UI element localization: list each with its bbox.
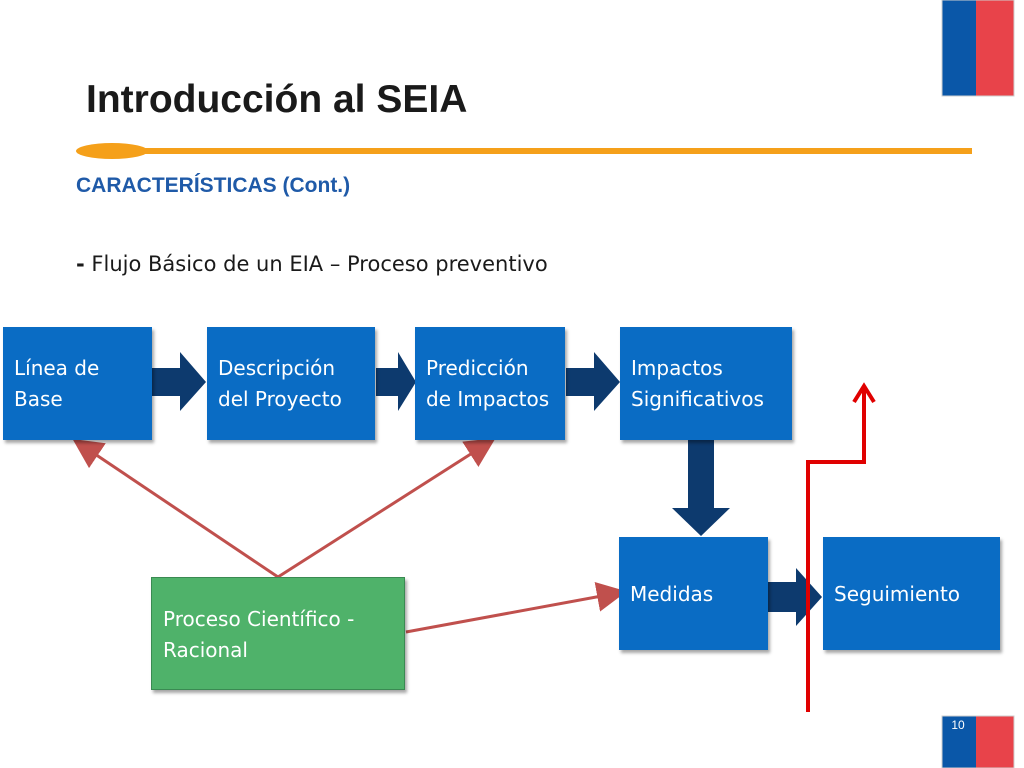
bullet-text: Flujo Básico de un EIA – Proceso prevent… <box>91 252 548 276</box>
node-linea-base-line2: Base <box>14 387 63 411</box>
node-medidas-line1: Medidas <box>630 582 714 606</box>
block-arrow-4 <box>768 568 822 626</box>
title-underline <box>76 143 972 159</box>
red-arrow-to-medidas <box>405 582 627 634</box>
node-seguimiento-line1: Seguimiento <box>834 582 961 606</box>
bullet-line: - Flujo Básico de un EIA – Proceso preve… <box>76 252 548 276</box>
node-impactos-line2: Significativos <box>631 387 764 411</box>
block-arrow-3 <box>566 352 620 411</box>
node-descripcion-line1: Descripción <box>218 356 336 380</box>
block-arrow-2 <box>376 352 416 411</box>
node-linea-base: Línea de Base <box>3 327 152 440</box>
node-descripcion-proyecto: Descripción del Proyecto <box>207 327 375 440</box>
page-number: 10 <box>951 718 965 732</box>
section-subtitle: CARACTERÍSTICAS (Cont.) <box>76 174 351 197</box>
node-prediccion-impactos: Predicción de Impactos <box>415 327 565 440</box>
node-linea-base-line1: Línea de <box>14 356 100 380</box>
node-seguimiento: Seguimiento <box>823 537 1000 650</box>
flag-corner-bottom <box>941 715 1015 768</box>
node-proceso-cientifico: Proceso Científico - Racional <box>151 577 405 690</box>
node-prediccion-line1: Predicción <box>426 356 529 380</box>
red-arrow-to-linea <box>72 438 279 579</box>
node-impactos-significativos: Impactos Significativos <box>620 327 792 440</box>
block-arrow-1 <box>152 352 206 411</box>
red-arrow-to-prediccion <box>277 438 496 579</box>
block-arrow-down <box>672 440 730 536</box>
node-impactos-line1: Impactos <box>631 356 723 380</box>
node-proceso-line2: Racional <box>163 638 248 662</box>
node-descripcion-line2: del Proyecto <box>218 387 342 411</box>
red-step-line <box>806 388 866 712</box>
node-prediccion-line2: de Impactos <box>426 387 550 411</box>
node-medidas: Medidas <box>619 537 768 650</box>
flag-corner-top <box>941 0 1015 97</box>
page-title: Introducción al SEIA <box>86 78 468 121</box>
bullet-dash: - <box>76 252 85 276</box>
node-proceso-line1: Proceso Científico - <box>163 607 355 631</box>
